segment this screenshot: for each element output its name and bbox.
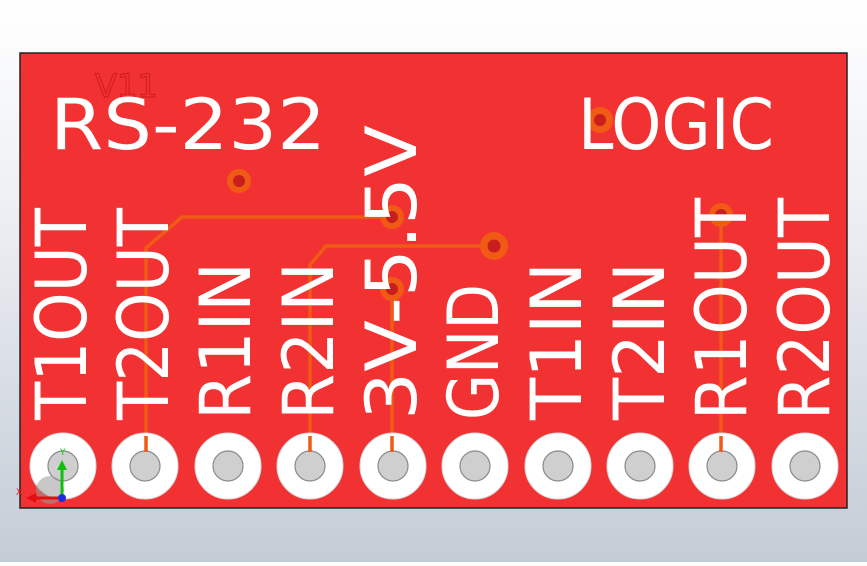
pin-label-r1out: R1OUT (681, 198, 763, 420)
pad-r1in (194, 432, 262, 500)
axis-x-label: X (16, 488, 22, 498)
pin-label-t2out: T2OUT (103, 208, 185, 421)
pad-row (29, 432, 839, 500)
pin-label-t1in: T1IN (516, 262, 598, 421)
via-group (227, 107, 733, 301)
pin-label-r2in: R2IN (268, 262, 350, 420)
pad-t2in (606, 432, 674, 500)
pad-gnd (441, 432, 509, 500)
pin-label-r2out: R2OUT (764, 198, 846, 420)
pad-r2in (276, 432, 344, 500)
pin-label-group: T1OUT T2OUT R1IN R2IN 3V-5.5V GND T1IN T… (21, 125, 846, 421)
trace-r2in (308, 244, 496, 438)
pad-t2out (111, 432, 179, 500)
pad-vcc (359, 432, 427, 500)
pad-t1in (524, 432, 592, 500)
axis-triad-icon: Y X (16, 448, 67, 504)
pin-label-r1in: R1IN (185, 262, 267, 420)
trace-group (144, 213, 723, 438)
pad-r2out (771, 432, 839, 500)
trace-t2out (144, 215, 394, 438)
pcb-board (19, 52, 848, 509)
logic-label: LOGIC (578, 84, 774, 166)
axis-y-label: Y (59, 448, 66, 458)
pin-label-vcc: 3V-5.5V (351, 125, 433, 420)
rs232-label: RS-232 (50, 84, 326, 166)
pin-label-gnd: GND (433, 284, 515, 420)
pin-label-t2in: T2IN (599, 262, 681, 421)
pin-label-t1out: T1OUT (21, 208, 103, 421)
version-label: V11 (95, 67, 158, 105)
pad-r1out (688, 432, 756, 500)
